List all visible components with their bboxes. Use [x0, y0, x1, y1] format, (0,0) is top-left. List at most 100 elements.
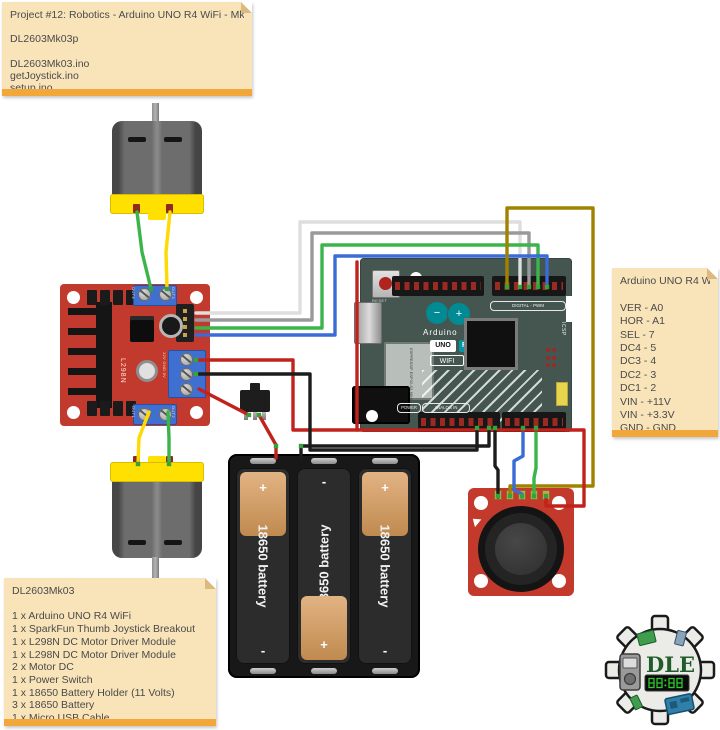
- battery-label: 18650 battery: [377, 524, 393, 608]
- mounting-hole: [474, 496, 488, 510]
- joystick-pin: [494, 490, 502, 500]
- mounting-hole: [190, 406, 203, 419]
- note-line: SEL - 7: [620, 328, 655, 341]
- mounting-hole: [552, 574, 566, 588]
- battery-plus: +: [320, 637, 328, 652]
- reset-button-cap: [379, 277, 392, 290]
- motor-shaft: [152, 103, 159, 125]
- renesas-chip: [464, 318, 518, 370]
- terminal-screw: [180, 353, 193, 366]
- battery-contact: [311, 458, 337, 464]
- note-line: Project #12: Robotics - Arduino UNO R4 W…: [10, 9, 244, 21]
- battery-label: 18650 battery: [255, 524, 271, 608]
- pin: [183, 333, 187, 337]
- smd-component: [556, 382, 568, 406]
- note-line: GND - GND: [620, 422, 676, 435]
- smd-capacitor: [113, 401, 123, 416]
- connection-dot: [298, 443, 304, 449]
- note-line: [620, 288, 710, 301]
- note-line: 1 x L298N DC Motor Driver Module: [12, 635, 176, 648]
- mounting-hole: [67, 406, 80, 419]
- motor-terminal: [166, 204, 173, 213]
- wifi-label: WIFI: [430, 355, 464, 366]
- joystick-stick-cap: [495, 523, 547, 575]
- battery-contact: [372, 668, 398, 674]
- motor-body: [112, 121, 202, 197]
- capacitor: [136, 360, 158, 382]
- mounting-hole: [190, 291, 203, 304]
- note-line: DL2603Mk03.ino: [10, 57, 90, 70]
- smd-capacitor: [126, 290, 136, 305]
- switch-knob: [250, 383, 260, 391]
- switch-leg: [244, 412, 248, 420]
- pcb-icon: [629, 629, 687, 711]
- usb-connector: [354, 302, 382, 344]
- note-line: [12, 598, 208, 611]
- terminal-screw: [180, 368, 193, 381]
- note-line: 1 x L298N DC Motor Driver Module: [12, 648, 176, 661]
- note-line: 1 x Power Switch: [12, 673, 93, 686]
- note-line: 1 x SparkFun Thumb Joystick Breakout: [12, 623, 196, 636]
- note-line: Arduino UNO R4 WiFi: [620, 275, 710, 287]
- pin: [183, 325, 187, 329]
- motor-terminal: [133, 204, 140, 213]
- digital-header-right: [492, 276, 566, 296]
- note-line: [10, 46, 244, 58]
- heatsink-fin: [68, 388, 98, 395]
- capacitor: [159, 314, 183, 338]
- wire-ver-blue: [512, 426, 525, 499]
- note-line: 1 x Arduino UNO R4 WiFi: [12, 610, 132, 623]
- battery-cell-2: - 18650 battery +: [297, 468, 351, 664]
- l298n-motor-driver: L298N OUT4 OUT3 OUT1 OUT2 12V GND 5V: [60, 284, 210, 426]
- arduino-uno-r4-wifi: RESET DIGITAL - PWM ESPRESSIF ESP32-S3-M…: [352, 258, 572, 432]
- note-project: Project #12: Robotics - Arduino UNO R4 W…: [2, 2, 252, 96]
- pin: [183, 309, 187, 313]
- switch-leg: [262, 412, 266, 420]
- motor-body: [112, 482, 202, 558]
- battery-holder-18650: + 18650 battery - - 18650 battery + + 18…: [228, 454, 420, 678]
- note-line: VER - A0: [620, 301, 664, 314]
- smd-capacitor: [87, 401, 97, 416]
- battery-contact: [372, 458, 398, 464]
- motor-vent: [164, 540, 182, 545]
- battery-cell-1: + 18650 battery -: [236, 468, 290, 664]
- battery-minus: -: [382, 643, 388, 658]
- smd-capacitor: [100, 401, 110, 416]
- heatsink-fin: [68, 308, 98, 315]
- note-line: 1 x 18650 Battery Holder (11 Volts): [12, 686, 175, 699]
- l298n-chip-label: L298N: [119, 358, 126, 384]
- analog-in-label: ANALOG IN: [422, 403, 470, 413]
- pin: [183, 317, 187, 321]
- power-terminal-label: 12V GND 5V: [162, 352, 167, 379]
- out4-label: OUT4: [131, 287, 136, 299]
- power-header: [418, 412, 500, 432]
- heatsink-fin: [68, 348, 98, 355]
- terminal-screw: [159, 288, 172, 301]
- note-line: DC1 - 2: [620, 382, 657, 395]
- infinity-logo-minus: −: [426, 302, 448, 324]
- note-line: VIN - +11V: [620, 395, 671, 408]
- dle-logo: DLE: [604, 614, 716, 726]
- connection-dot: [273, 443, 279, 449]
- note-line: getJoystick.ino: [10, 70, 79, 83]
- digital-pwm-label: DIGITAL - PWM: [490, 301, 566, 311]
- analog-header: [502, 412, 566, 432]
- battery-positive-cap: [301, 596, 347, 660]
- mounting-hole: [67, 291, 80, 304]
- heatsink-fin: [68, 368, 98, 375]
- joystick-pin: [518, 490, 526, 500]
- wire-joystick-gnd-black: [493, 426, 500, 499]
- battery-contact: [311, 668, 337, 674]
- motor-endcap-nub: [148, 212, 166, 220]
- wire-motor-top-yellow: [164, 210, 172, 291]
- battery-contact: [250, 458, 276, 464]
- joystick-pin: [506, 490, 514, 500]
- battery-minus: -: [260, 643, 266, 658]
- seven-segment-display-icon: [644, 674, 690, 692]
- wire-hor-green: [532, 426, 538, 499]
- arduino-board-icon: [664, 693, 695, 716]
- joystick-pin: [530, 490, 538, 500]
- icsp-label: ICSP: [560, 322, 566, 336]
